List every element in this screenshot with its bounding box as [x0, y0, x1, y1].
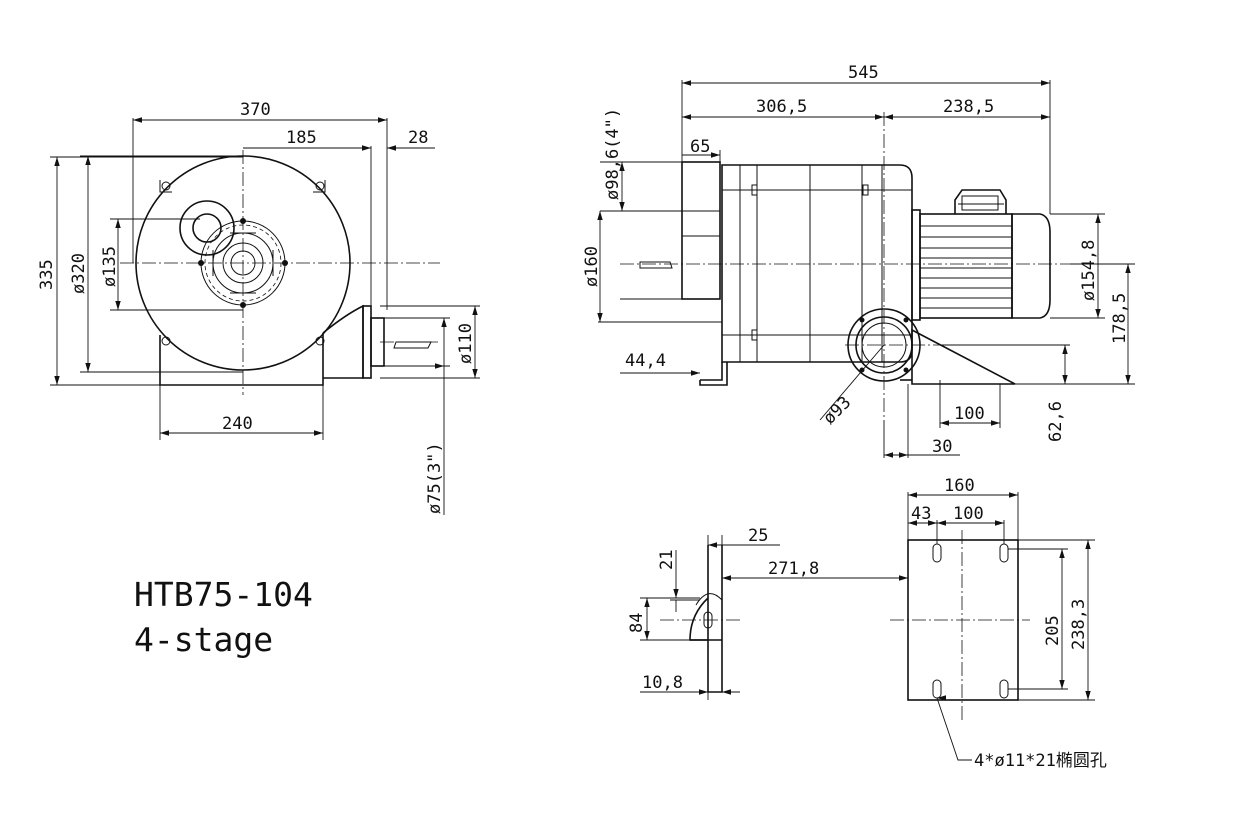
dim-44-4: 44,4: [625, 351, 666, 371]
dim-dia135: ø135: [100, 246, 120, 287]
dim-43: 43: [911, 504, 931, 524]
dim-185: 185: [286, 128, 317, 148]
dim-dia320: ø320: [69, 253, 89, 294]
dim-100: 100: [954, 404, 985, 424]
dim-10-8: 10,8: [642, 673, 683, 693]
holes-note: 4*ø11*21椭圆孔: [974, 751, 1107, 771]
side-view: 545 306,5 238,5 65 ø98,6(4") ø160 ø154,8…: [582, 63, 1135, 458]
dim-545: 545: [848, 63, 879, 83]
dim-84: 84: [627, 613, 647, 633]
dim-238-5: 238,5: [943, 97, 994, 117]
dim-30: 30: [932, 437, 952, 457]
dim-21: 21: [657, 550, 677, 570]
dim-dia110: ø110: [456, 323, 476, 364]
dim-dia160: ø160: [582, 246, 602, 287]
front-view: 370 185 28 335 ø320 ø135 240 ø110 ø75(3"…: [37, 100, 480, 515]
dim-62-6: 62,6: [1046, 401, 1066, 442]
bracket-side-view: 25 21 271,8 84 10,8: [627, 526, 908, 700]
dim-dia93: ø93: [819, 393, 855, 429]
dim-178-5: 178,5: [1110, 293, 1130, 344]
bracket-plan-view: 160 43 100 205 238,3 4*ø11*21椭圆孔: [890, 476, 1107, 771]
dim-370: 370: [240, 100, 271, 120]
stage-label: 4-stage: [134, 620, 273, 659]
dim-335: 335: [37, 259, 57, 290]
dim-238-3: 238,3: [1069, 599, 1089, 650]
dim-28: 28: [408, 128, 428, 148]
dim-dia154-8: ø154,8: [1079, 240, 1099, 301]
dim-205: 205: [1043, 615, 1063, 646]
dim-240: 240: [222, 414, 253, 434]
dim-160-plan: 160: [944, 476, 975, 496]
model-title: HTB75-104: [134, 575, 313, 614]
dim-306-5: 306,5: [756, 97, 807, 117]
dim-65: 65: [690, 137, 710, 157]
dim-dia98-6: ø98,6(4"): [603, 108, 623, 200]
dim-25: 25: [748, 526, 768, 546]
dim-271-8: 271,8: [768, 559, 819, 579]
dim-100-plan: 100: [953, 504, 984, 524]
dim-dia75: ø75(3"): [425, 442, 445, 514]
